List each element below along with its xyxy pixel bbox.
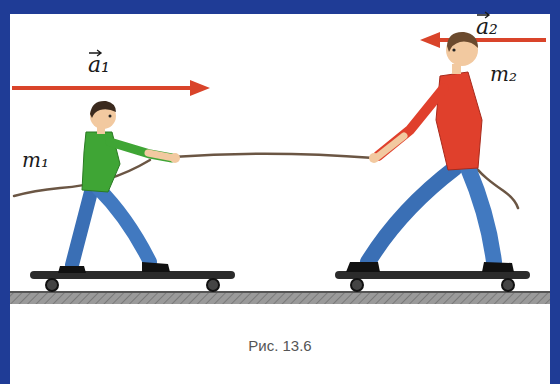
mass-label: m₁: [22, 150, 49, 170]
acceleration-label: a₁: [88, 54, 110, 76]
mass-label: m₂: [490, 64, 517, 84]
figure-caption: Рис. 13.6: [248, 338, 311, 355]
acceleration-label: a₂: [476, 16, 498, 38]
boy-right: [346, 32, 514, 272]
boy-left: [58, 101, 180, 273]
skateboard-left: [30, 271, 235, 291]
white-panel: [10, 14, 550, 384]
ground: [10, 292, 550, 304]
skateboard-right: [335, 271, 530, 291]
